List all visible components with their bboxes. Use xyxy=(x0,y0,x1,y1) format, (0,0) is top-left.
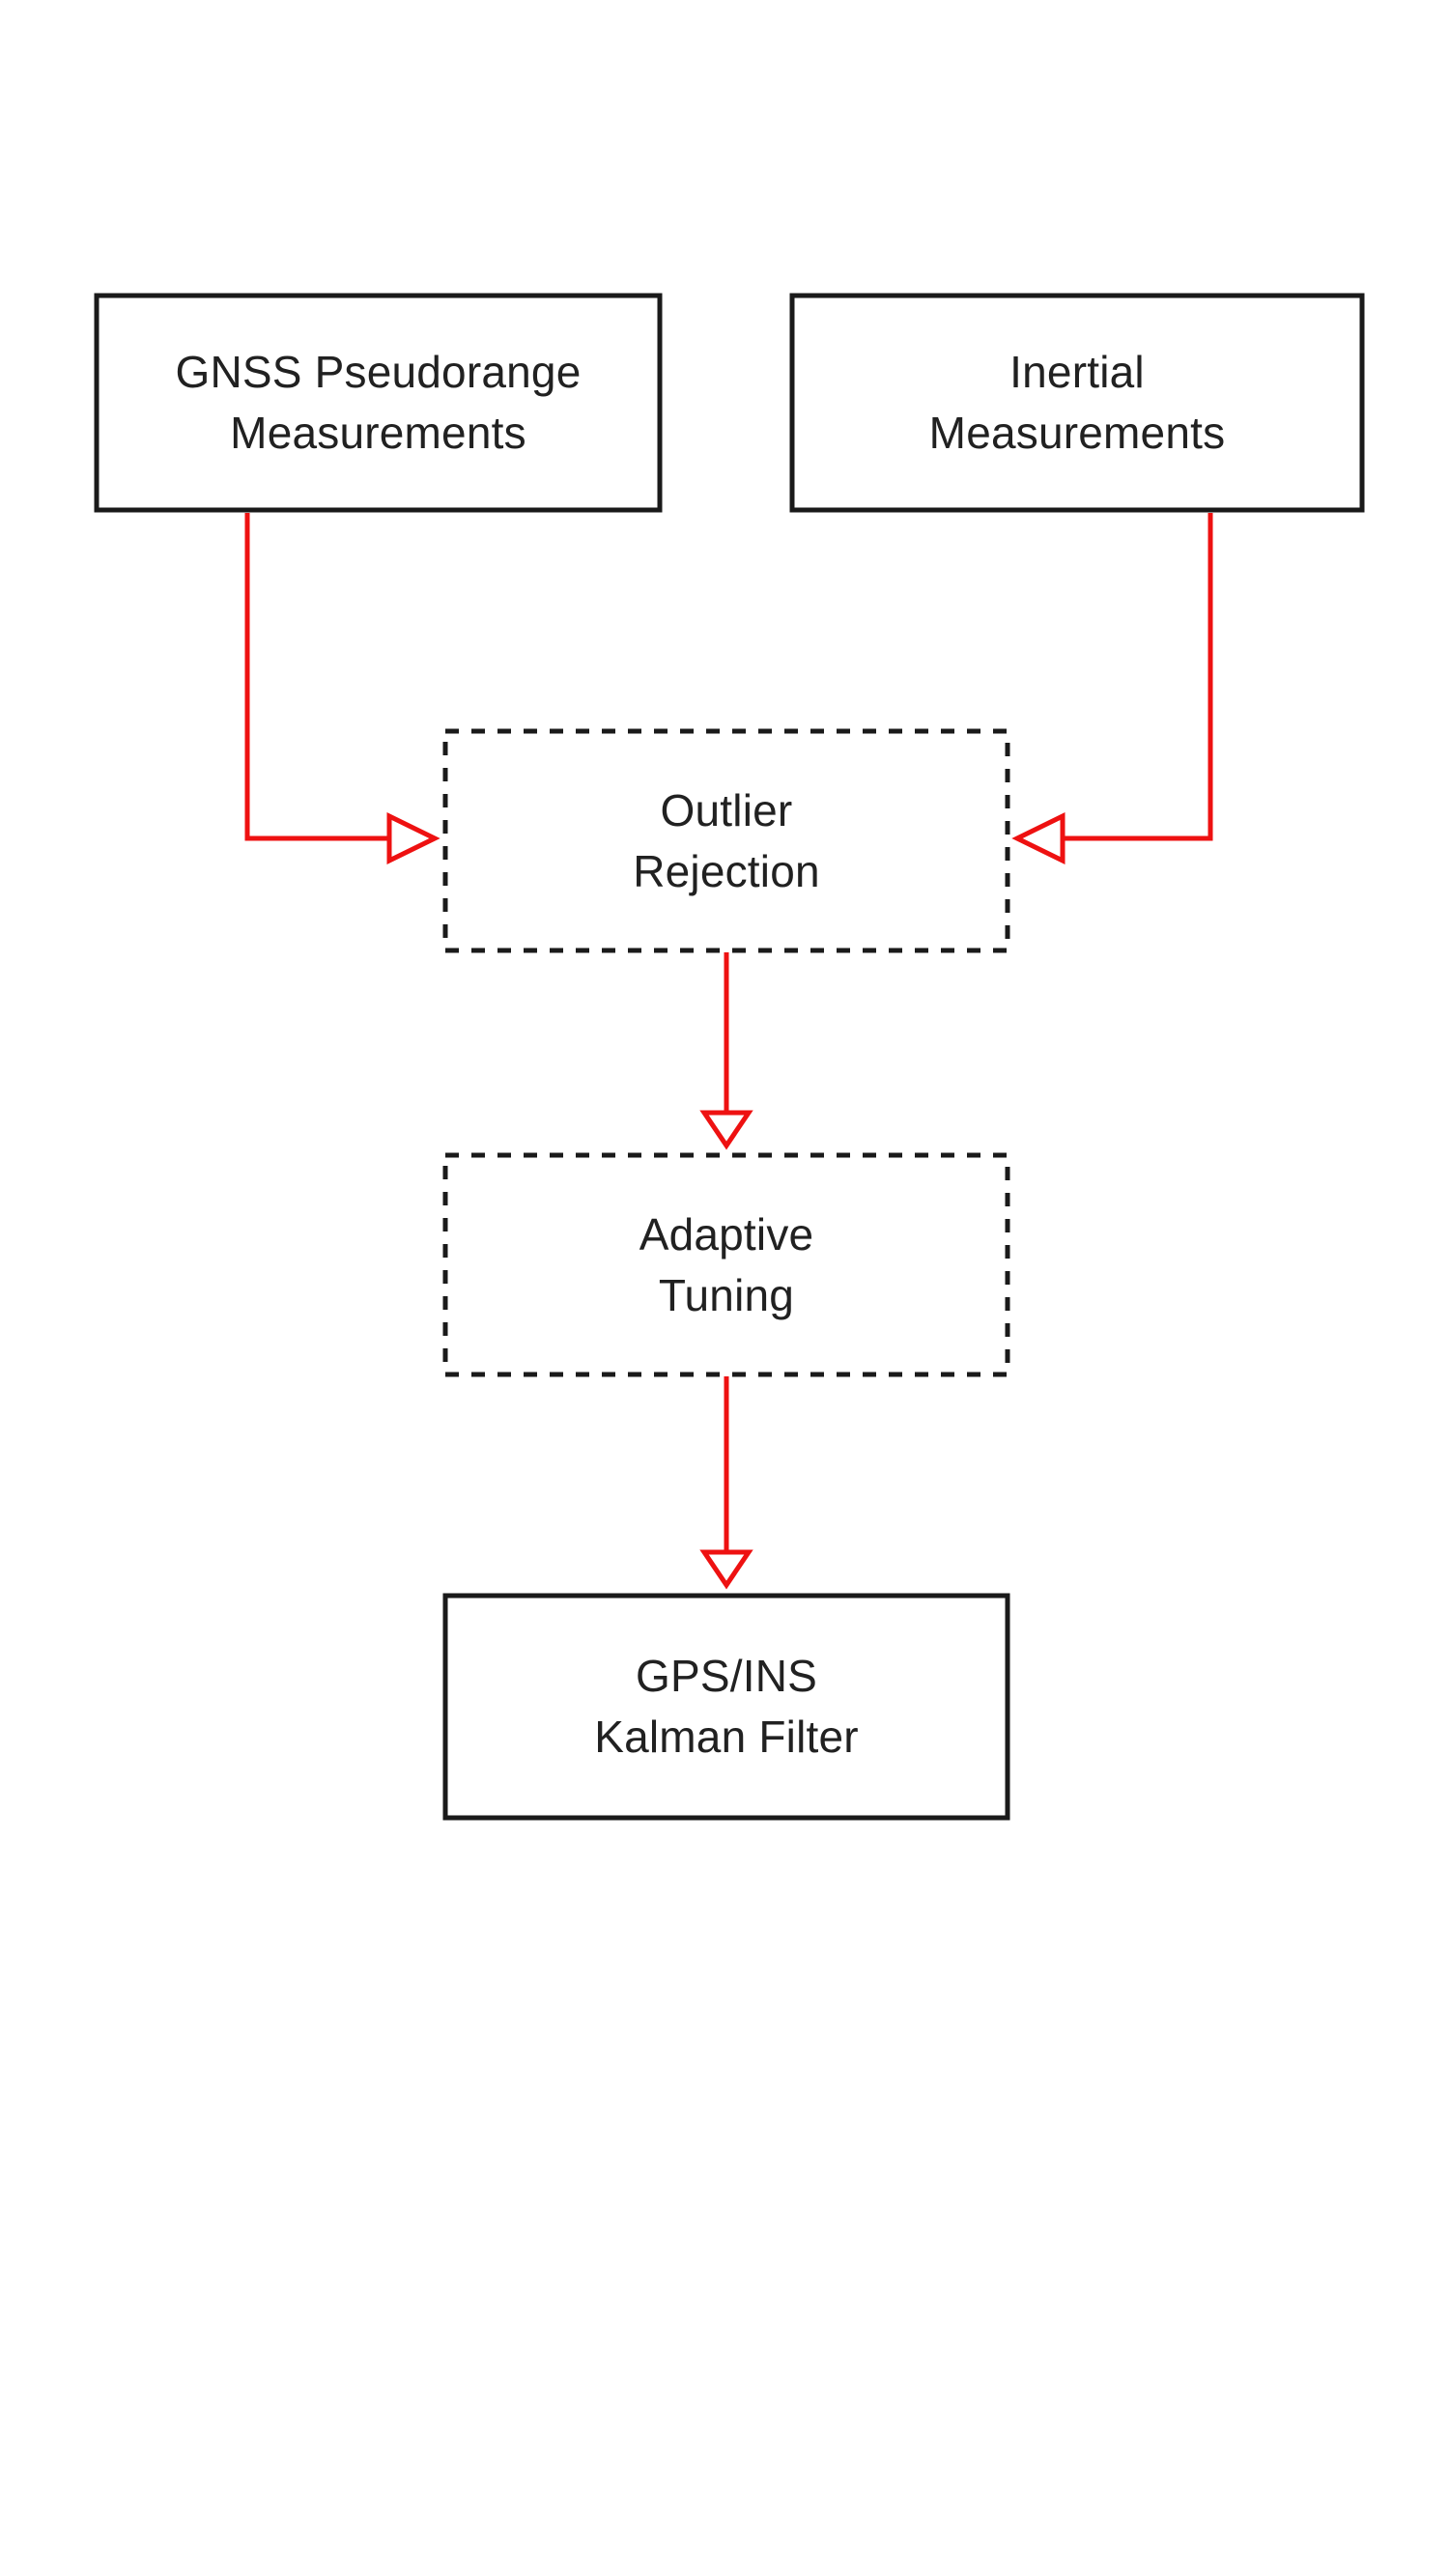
adaptive-tuning-box-outline xyxy=(442,1152,1010,1377)
arrowhead-left-icon xyxy=(1011,811,1065,865)
node-label-line: Outlier xyxy=(660,784,793,835)
arrow-adaptive-to-kalman xyxy=(699,1376,753,1590)
node-label-line: Adaptive xyxy=(639,1208,814,1260)
node-label-line: Tuning xyxy=(658,1269,795,1320)
node-gnss-pseudorange: GNSS Pseudorange Measurements xyxy=(97,296,660,510)
node-outlier-rejection: Outlier Rejection xyxy=(445,731,1008,950)
arrowhead-right-icon xyxy=(386,811,440,865)
node-label-line: Inertial xyxy=(1009,347,1145,397)
gnss-box-outline xyxy=(94,293,663,513)
node-label-line: GNSS Pseudorange xyxy=(175,347,582,397)
arrow-inertial-to-outlier xyxy=(1011,513,1213,865)
node-label-line: GPS/INS xyxy=(635,1651,817,1701)
node-kalman-filter: GPS/INS Kalman Filter xyxy=(445,1596,1008,1818)
inertial-box-outline xyxy=(789,293,1365,513)
node-label-line: Kalman Filter xyxy=(594,1712,859,1762)
node-adaptive-tuning: Adaptive Tuning xyxy=(445,1155,1008,1374)
node-label-line: Measurements xyxy=(928,408,1226,458)
arrowhead-down-icon xyxy=(699,1549,753,1590)
node-label-line: Rejection xyxy=(633,845,820,896)
node-inertial: Inertial Measurements xyxy=(792,296,1362,510)
arrow-gnss-to-outlier xyxy=(244,513,440,865)
outlier-rejection-box-outline xyxy=(442,728,1010,953)
node-label-line: Measurements xyxy=(230,408,526,458)
arrow-outlier-to-adaptive xyxy=(699,952,753,1150)
kalman-filter-box-outline xyxy=(442,1593,1010,1821)
arrowhead-down-icon xyxy=(699,1110,753,1150)
